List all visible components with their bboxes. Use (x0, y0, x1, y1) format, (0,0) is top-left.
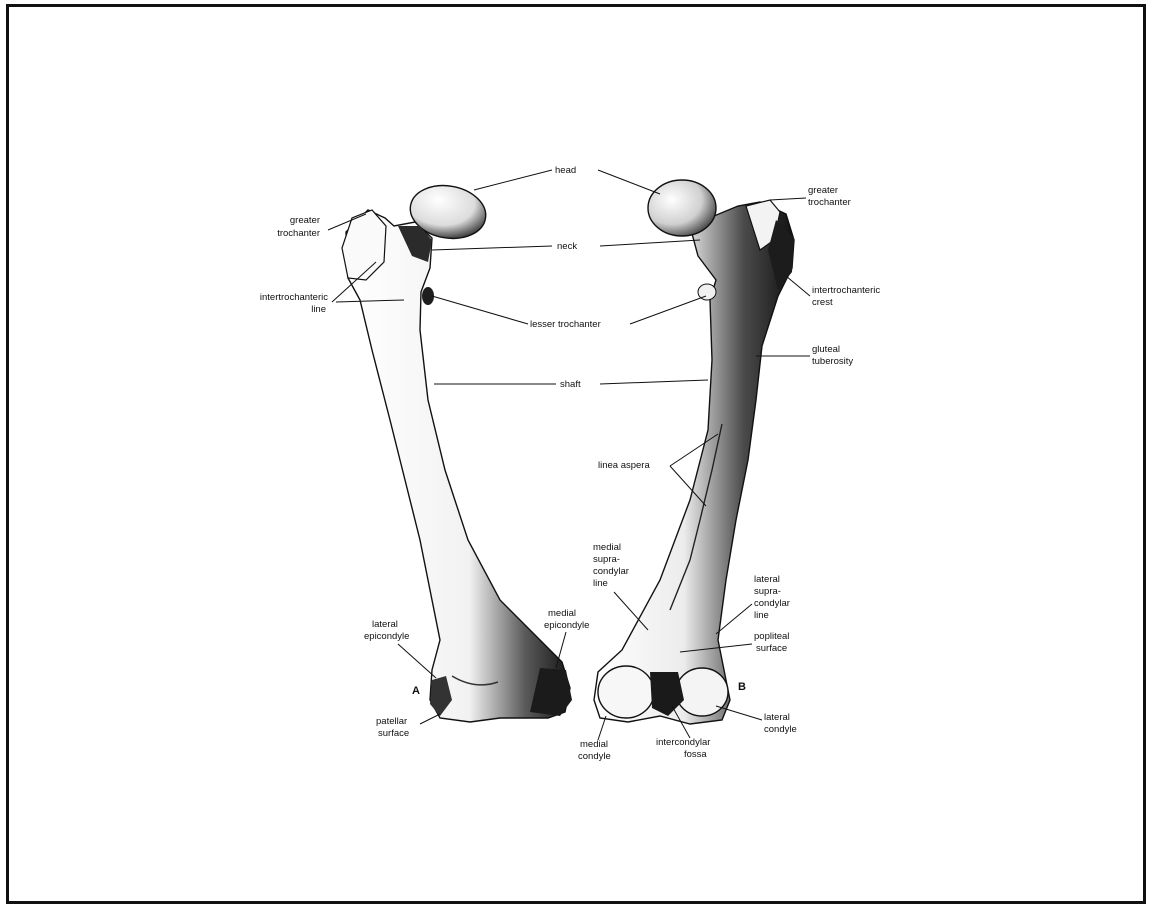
label-medial-condyle-2: condyle (578, 751, 611, 762)
label-patellar-surface-1: patellar (376, 716, 407, 727)
label-greater-trochanter-b-2: trochanter (808, 197, 851, 208)
label-medial-epicondyle-1: medial (548, 608, 576, 619)
label-intertrochanteric-crest-1: intertrochanteric (812, 285, 880, 296)
femur-b-lateral-condyle (676, 668, 728, 716)
label-intertrochanteric-line-2: line (311, 304, 326, 315)
femur-b-head (648, 180, 716, 236)
label-lateral-epicondyle-1: lateral (372, 619, 398, 630)
femur-b-medial-condyle (598, 666, 654, 718)
label-gluteal-tuberosity-1: gluteal (812, 344, 840, 355)
label-lateral-supracondylar-1: lateral (754, 574, 780, 585)
label-intercondylar-fossa-2: fossa (684, 749, 707, 760)
view-letter-b: B (738, 681, 746, 693)
view-letter-a: A (412, 685, 420, 697)
label-medial-supracondylar-4: line (593, 578, 608, 589)
label-popliteal-surface-1: popliteal (754, 631, 789, 642)
femur-a-bone (346, 210, 570, 722)
label-lateral-supracondylar-4: line (754, 610, 769, 621)
label-gluteal-tuberosity-2: tuberosity (812, 356, 853, 367)
label-medial-supracondylar-2: supra- (593, 554, 620, 565)
label-intertrochanteric-line-1: intertrochanteric (260, 292, 328, 303)
label-medial-condyle-1: medial (580, 739, 608, 750)
label-shaft: shaft (560, 379, 581, 390)
label-lesser-trochanter: lesser trochanter (530, 319, 601, 330)
label-lateral-condyle-2: condyle (764, 724, 797, 735)
label-greater-trochanter-b-1: greater (808, 185, 838, 196)
label-lateral-condyle-1: lateral (764, 712, 790, 723)
label-patellar-surface-2: surface (378, 728, 409, 739)
label-intercondylar-fossa-1: intercondylar (656, 737, 710, 748)
label-lateral-supracondylar-3: condylar (754, 598, 790, 609)
label-greater-trochanter-a-1: greater (290, 215, 320, 226)
label-popliteal-surface-2: surface (756, 643, 787, 654)
label-medial-epicondyle-2: epicondyle (544, 620, 589, 631)
label-linea-aspera: linea aspera (598, 460, 650, 471)
label-head: head (555, 165, 576, 176)
label-medial-supracondylar-1: medial (593, 542, 621, 553)
label-medial-supracondylar-3: condylar (593, 566, 629, 577)
label-neck: neck (557, 241, 577, 252)
label-lateral-supracondylar-2: supra- (754, 586, 781, 597)
label-intertrochanteric-crest-2: crest (812, 297, 833, 308)
label-greater-trochanter-a-2: trochanter (277, 228, 320, 239)
label-lateral-epicondyle-2: epicondyle (364, 631, 409, 642)
